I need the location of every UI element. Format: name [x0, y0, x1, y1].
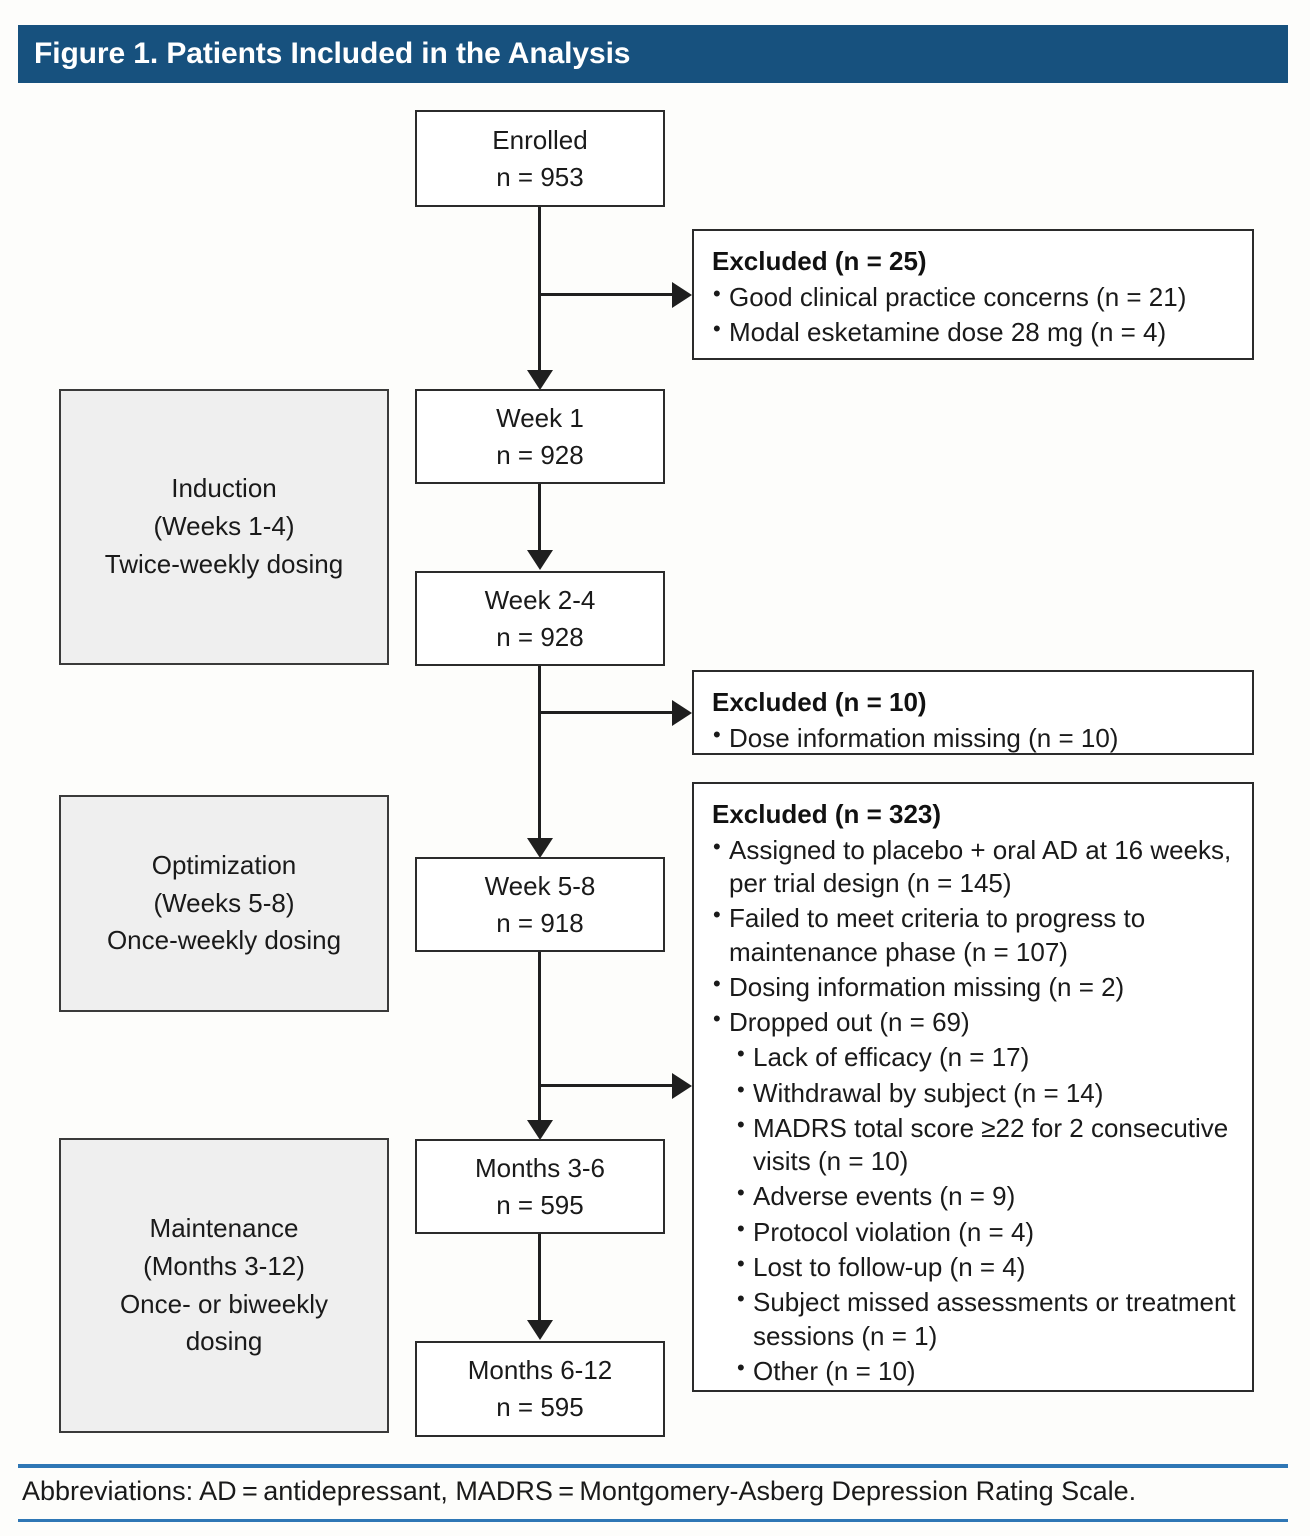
flow-node-week-2-4: Week 2-4 n = 928	[415, 571, 665, 666]
connector-week58-months36	[538, 952, 541, 1135]
arrowhead-excluded-25	[672, 282, 692, 308]
flow-node-months-6-12: Months 6-12 n = 595	[415, 1341, 665, 1437]
list-item: Good clinical practice concerns (n = 21)	[712, 280, 1236, 314]
list-item: Dose information missing (n = 10)	[712, 721, 1236, 755]
list-item: Dosing information missing (n = 2)	[712, 970, 1236, 1004]
list-item: Lack of efficacy (n = 17)	[712, 1040, 1236, 1074]
list-item: Other (n = 10)	[712, 1354, 1236, 1388]
phase-line-2: (Weeks 1-4)	[153, 511, 295, 542]
list-item: Lost to follow-up (n = 4)	[712, 1250, 1236, 1284]
flow-node-label: Months 6-12	[467, 1355, 613, 1386]
flow-node-enrolled: Enrolled n = 953	[415, 110, 665, 207]
page-title: Figure 1. Patients Included in the Analy…	[34, 37, 631, 70]
list-item: Assigned to placebo + oral AD at 16 week…	[712, 833, 1236, 901]
flow-node-count: n = 928	[496, 621, 584, 652]
list-item: Failed to meet criteria to progress to m…	[712, 901, 1236, 969]
flow-node-label: Enrolled	[492, 124, 588, 155]
flow-node-count: n = 595	[496, 1392, 584, 1422]
excluded-heading: Excluded (n = 25)	[712, 246, 927, 276]
flow-node-label: Week 1	[496, 402, 584, 433]
footer-divider-bottom	[18, 1519, 1288, 1522]
figure-title-banner: Figure 1. Patients Included in the Analy…	[18, 25, 1288, 83]
phase-line-2: (Weeks 5-8)	[153, 887, 295, 918]
excluded-box-25: Excluded (n = 25) Good clinical practice…	[692, 229, 1254, 360]
excluded-reason-list: Assigned to placebo + oral AD at 16 week…	[712, 833, 1236, 1388]
arrowhead-week1-week24	[527, 550, 553, 570]
arrowhead-excluded-10	[672, 700, 692, 726]
arrowhead-excluded-323	[672, 1073, 692, 1099]
flow-node-week-5-8: Week 5-8 n = 918	[415, 857, 665, 952]
excluded-heading: Excluded (n = 10)	[712, 687, 927, 717]
flow-node-months-3-6: Months 3-6 n = 595	[415, 1139, 665, 1234]
phase-line-1: Induction	[171, 473, 277, 504]
connector-months36-months612	[538, 1234, 541, 1321]
list-item: Dropped out (n = 69)	[712, 1005, 1236, 1039]
flow-node-label: Week 5-8	[484, 870, 596, 901]
flow-node-label: Week 2-4	[484, 584, 596, 615]
phase-line-1: Optimization	[151, 849, 297, 880]
arrowhead-week24-week58	[527, 838, 553, 858]
list-item: Subject missed assessments or treatment …	[712, 1285, 1236, 1353]
phase-line-1: Maintenance	[149, 1213, 299, 1244]
connector-week1-week24	[538, 484, 541, 559]
phase-box-induction: Induction (Weeks 1-4) Twice-weekly dosin…	[59, 389, 389, 665]
list-item: MADRS total score ≥22 for 2 consecutive …	[712, 1111, 1236, 1179]
arrowhead-months36-months612	[527, 1320, 553, 1340]
connector-branch-excluded-323	[538, 1084, 675, 1087]
list-item: Withdrawal by subject (n = 14)	[712, 1076, 1236, 1110]
list-item: Adverse events (n = 9)	[712, 1179, 1236, 1213]
connector-branch-excluded-10	[538, 711, 675, 714]
phase-box-maintenance: Maintenance (Months 3-12) Once- or biwee…	[59, 1138, 389, 1433]
connector-week24-week58	[538, 666, 541, 854]
phase-box-optimization: Optimization (Weeks 5-8) Once-weekly dos…	[59, 795, 389, 1012]
phase-line-3: Once- or biweekly	[119, 1288, 329, 1319]
list-item: Protocol violation (n = 4)	[712, 1215, 1236, 1249]
connector-branch-excluded-25	[538, 293, 675, 296]
flow-node-label: Months 3-6	[474, 1152, 606, 1183]
excluded-box-323: Excluded (n = 323) Assigned to placebo +…	[692, 782, 1254, 1392]
flow-node-count: n = 953	[496, 161, 584, 192]
arrowhead-enrolled-week1	[527, 370, 553, 390]
phase-line-3: Once-weekly dosing	[106, 925, 342, 956]
phase-line-4: dosing	[185, 1326, 263, 1357]
phase-line-2: (Months 3-12)	[143, 1250, 305, 1281]
flow-node-count: n = 595	[496, 1189, 584, 1220]
excluded-reason-list: Dose information missing (n = 10)	[712, 721, 1236, 755]
excluded-heading: Excluded (n = 323)	[712, 799, 942, 829]
excluded-reason-list: Good clinical practice concerns (n = 21)…	[712, 280, 1236, 350]
excluded-box-10: Excluded (n = 10) Dose information missi…	[692, 670, 1254, 755]
flow-node-count: n = 928	[496, 439, 584, 470]
flow-node-count: n = 918	[496, 907, 584, 938]
abbreviations-note: Abbreviations: AD = antidepressant, MADR…	[22, 1476, 1137, 1506]
footer-divider-top	[18, 1464, 1288, 1468]
list-item: Modal esketamine dose 28 mg (n = 4)	[712, 315, 1236, 349]
phase-line-3: Twice-weekly dosing	[104, 548, 344, 579]
flow-node-week-1: Week 1 n = 928	[415, 389, 665, 484]
arrowhead-week58-months36	[527, 1120, 553, 1140]
